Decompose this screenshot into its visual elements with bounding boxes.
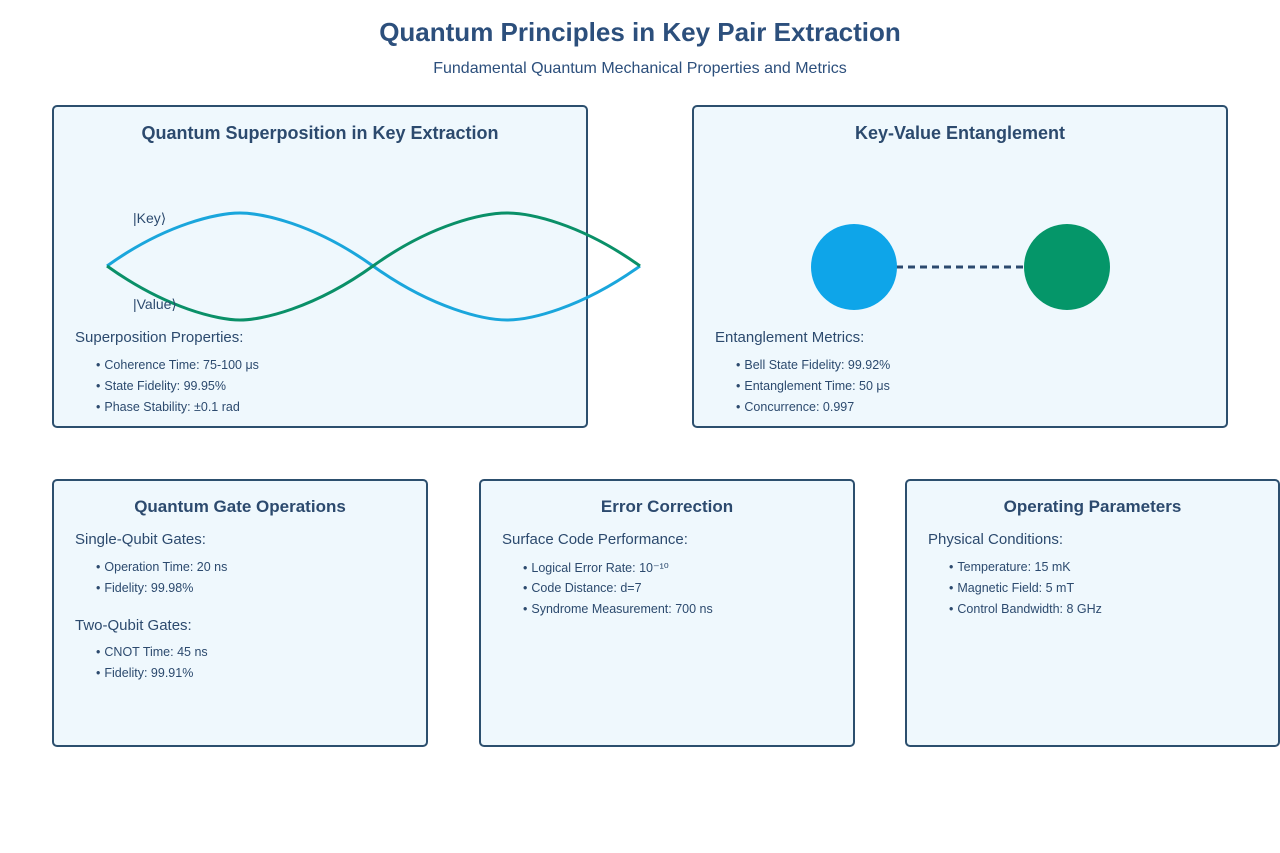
list-item: •Operation Time: 20 ns	[96, 560, 228, 574]
list-item: •Coherence Time: 75-100 μs	[96, 358, 259, 372]
page-subtitle: Fundamental Quantum Mechanical Propertie…	[433, 60, 847, 77]
key-state-label: |Key⟩	[133, 210, 167, 226]
gate-operations-panel: Quantum Gate Operations Single-Qubit Gat…	[52, 479, 428, 747]
list-item: •Entanglement Time: 50 μs	[736, 379, 890, 393]
entangled-value-node-label: Value	[1052, 97, 1075, 107]
error-correction-panel: Error Correction Surface Code Performanc…	[479, 479, 855, 747]
operating-parameters-panel: Operating Parameters Physical Conditions…	[905, 479, 1280, 747]
entanglement-section-label: Entanglement Metrics:	[715, 329, 865, 346]
superposition-section-label: Superposition Properties:	[75, 329, 244, 346]
key-node	[811, 224, 897, 310]
list-item: •Concurrence: 0.997	[736, 400, 855, 414]
two-qubit-section-label: Two-Qubit Gates:	[75, 617, 192, 634]
list-item: •Magnetic Field: 5 mT	[949, 581, 1075, 595]
list-item: •CNOT Time: 45 ns	[96, 645, 208, 659]
value-node	[1024, 224, 1110, 310]
superposition-panel: Quantum Superposition in Key Extraction …	[52, 105, 588, 428]
superposition-panel-title: Quantum Superposition in Key Extraction	[141, 123, 499, 143]
physical-conditions-section-label: Physical Conditions:	[928, 531, 1064, 548]
list-item: •Syndrome Measurement: 700 ns	[523, 602, 713, 616]
entangled-key-node-label: Key	[845, 97, 861, 107]
error-correction-panel-title: Error Correction	[600, 497, 734, 516]
list-item: •Bell State Fidelity: 99.92%	[736, 358, 891, 372]
list-item: •Code Distance: d=7	[523, 581, 642, 595]
gate-operations-panel-title: Quantum Gate Operations	[134, 497, 346, 516]
value-state-label: |Value⟩	[133, 296, 177, 312]
list-item: •Logical Error Rate: 10⁻¹⁰	[523, 561, 669, 575]
list-item: •Fidelity: 99.98%	[96, 581, 194, 595]
entanglement-link	[896, 265, 1024, 269]
entanglement-panel: Key-Value Entanglement Entanglement Metr…	[692, 105, 1228, 428]
page-title: Quantum Principles in Key Pair Extractio…	[379, 17, 901, 47]
list-item: •Fidelity: 99.91%	[96, 666, 194, 680]
entanglement-panel-title: Key-Value Entanglement	[854, 123, 1066, 143]
list-item: •Temperature: 15 mK	[949, 560, 1071, 574]
operating-parameters-panel-title: Operating Parameters	[1003, 497, 1182, 516]
single-qubit-section-label: Single-Qubit Gates:	[75, 531, 206, 548]
list-item: •Control Bandwidth: 8 GHz	[949, 602, 1102, 616]
surface-code-section-label: Surface Code Performance:	[502, 531, 688, 548]
list-item: •State Fidelity: 99.95%	[96, 379, 226, 393]
list-item: •Phase Stability: ±0.1 rad	[96, 400, 240, 414]
